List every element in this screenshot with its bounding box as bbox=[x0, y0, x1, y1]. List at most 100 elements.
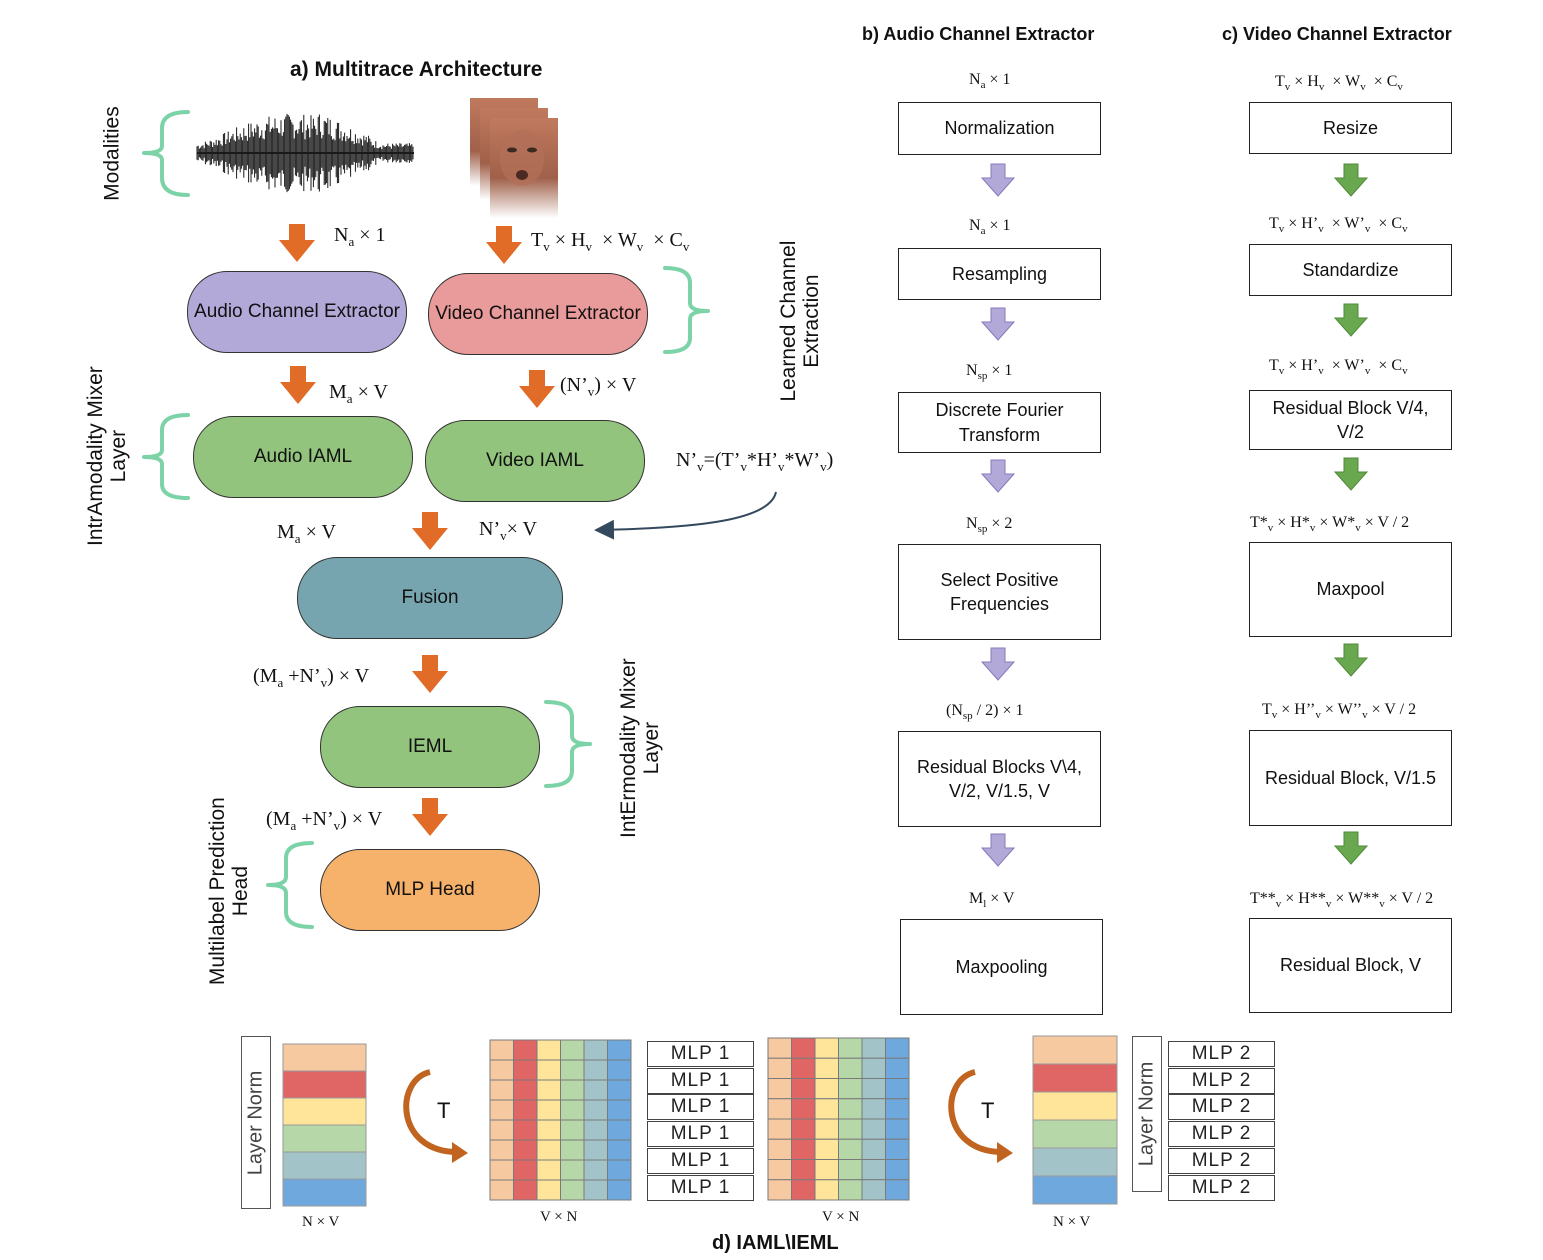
audio-dim-label: (Nsp / 2) × 1 bbox=[946, 702, 1024, 723]
grid-cell bbox=[767, 1057, 792, 1079]
grid-cell bbox=[814, 1078, 839, 1100]
grid-cell bbox=[607, 1179, 632, 1201]
dim-nv-prime-x-v: (N’v) × V bbox=[560, 374, 637, 399]
arrow-icon bbox=[1333, 831, 1369, 865]
nxv-stripe-block bbox=[282, 1043, 367, 1207]
arrow-icon bbox=[412, 798, 448, 836]
grid-cell bbox=[583, 1099, 608, 1121]
grid-cell bbox=[814, 1138, 839, 1160]
video-dim-label: Tv × H’v × W’v × Cv bbox=[1269, 357, 1408, 378]
dim-na-x-1: Na × 1 bbox=[334, 224, 386, 249]
grid-cell bbox=[560, 1119, 585, 1141]
grid-cell bbox=[607, 1099, 632, 1121]
grid-cell bbox=[489, 1059, 514, 1081]
nv-connector-arrow bbox=[594, 491, 777, 540]
grid-cell bbox=[513, 1119, 538, 1141]
grid-cell bbox=[560, 1159, 585, 1181]
audio-waveform-icon bbox=[196, 113, 414, 193]
grid-cell bbox=[838, 1057, 863, 1079]
nxv-label: N × V bbox=[302, 1214, 340, 1230]
grid-cell bbox=[885, 1057, 910, 1079]
grid-cell bbox=[560, 1099, 585, 1121]
dim-ma-x-v: Ma × V bbox=[329, 381, 388, 406]
grid-cell bbox=[583, 1059, 608, 1081]
video-step-box: Resize bbox=[1249, 102, 1452, 154]
flow-arrows bbox=[279, 224, 555, 836]
video-face-frames-icon bbox=[470, 98, 558, 218]
grid-cell bbox=[791, 1078, 816, 1100]
audio-step-box: Normalization bbox=[898, 102, 1101, 155]
grid-cell bbox=[583, 1179, 608, 1201]
grid-cell bbox=[607, 1079, 632, 1101]
audio-channel-extractor-node: Audio Channel Extractor bbox=[187, 271, 407, 353]
grid-cell bbox=[767, 1037, 792, 1059]
stripe-row bbox=[1032, 1175, 1118, 1205]
grid-cell bbox=[489, 1039, 514, 1061]
audio-iaml-node: Audio IAML bbox=[193, 416, 413, 498]
grid-cell bbox=[513, 1059, 538, 1081]
grid-cell bbox=[536, 1079, 561, 1101]
audio-dim-label: Nsp × 1 bbox=[966, 362, 1013, 383]
arrow-icon bbox=[980, 307, 1016, 341]
grid-cell bbox=[607, 1039, 632, 1061]
grid-cell bbox=[536, 1039, 561, 1061]
grid-cell bbox=[536, 1159, 561, 1181]
layer-norm-box: Layer Norm bbox=[241, 1036, 271, 1209]
grid-cell bbox=[791, 1057, 816, 1079]
grid-cell bbox=[861, 1179, 886, 1201]
grid-cell bbox=[536, 1139, 561, 1161]
audio-dim-label: Na × 1 bbox=[969, 217, 1011, 238]
mlp-block: MLP 1 bbox=[647, 1094, 754, 1121]
audio-dim-label: Ml × V bbox=[969, 890, 1015, 911]
stripe-row bbox=[1032, 1119, 1118, 1149]
vxn-label: V × N bbox=[822, 1209, 860, 1225]
mlp-block: MLP 1 bbox=[647, 1067, 754, 1094]
grid-cell bbox=[791, 1159, 816, 1181]
head-brace-icon bbox=[266, 841, 314, 929]
arrow-icon bbox=[980, 647, 1016, 681]
grid-cell bbox=[814, 1179, 839, 1201]
grid-cell bbox=[583, 1079, 608, 1101]
arrow-icon bbox=[1333, 643, 1369, 677]
video-step-box: Maxpool bbox=[1249, 542, 1452, 637]
arrow-icon bbox=[412, 512, 448, 550]
grid-cell bbox=[607, 1159, 632, 1181]
title-video-channel-extractor: c) Video Channel Extractor bbox=[1222, 24, 1452, 44]
grid-cell bbox=[814, 1159, 839, 1181]
video-dim-label: Tv × Hv × Wv × Cv bbox=[1275, 73, 1403, 94]
grid-cell bbox=[791, 1037, 816, 1059]
stripe-row bbox=[282, 1097, 367, 1126]
grid-cell bbox=[885, 1098, 910, 1120]
video-iaml-node: Video IAML bbox=[425, 420, 645, 502]
video-step-box: Residual Block V/4, V/2 bbox=[1249, 390, 1452, 450]
dim-ieml-input: (Ma +N’v) × V bbox=[253, 665, 370, 690]
grid-cell bbox=[767, 1078, 792, 1100]
learned-extraction-brace-icon bbox=[663, 266, 710, 354]
stripe-row bbox=[282, 1124, 367, 1153]
grid-cell bbox=[885, 1138, 910, 1160]
grid-cell bbox=[489, 1179, 514, 1201]
audio-step-box: Discrete Fourier Transform bbox=[898, 392, 1101, 453]
grid-cell bbox=[885, 1037, 910, 1059]
video-dim-label: T*v × H*v × W*v × V / 2 bbox=[1250, 514, 1410, 535]
grid-cell bbox=[838, 1118, 863, 1140]
arrow-icon bbox=[519, 370, 555, 408]
arrow-icon bbox=[412, 655, 448, 693]
vxn-grid-block bbox=[489, 1039, 632, 1201]
grid-cell bbox=[767, 1098, 792, 1120]
transpose-label: T bbox=[437, 1098, 451, 1123]
grid-cell bbox=[767, 1159, 792, 1181]
grid-cell bbox=[861, 1098, 886, 1120]
intra-mixer-brace-icon bbox=[142, 413, 190, 500]
grid-cell bbox=[513, 1179, 538, 1201]
title-multitrace-architecture: a) Multitrace Architecture bbox=[290, 58, 543, 81]
dim-fusion-nv-x-v: N’v× V bbox=[479, 518, 537, 543]
audio-step-box: Select Positive Frequencies bbox=[898, 544, 1101, 640]
mlp-block: MLP 1 bbox=[647, 1147, 754, 1174]
grid-cell bbox=[861, 1138, 886, 1160]
grid-cell bbox=[489, 1079, 514, 1101]
mlp-head-node: MLP Head bbox=[320, 849, 540, 931]
